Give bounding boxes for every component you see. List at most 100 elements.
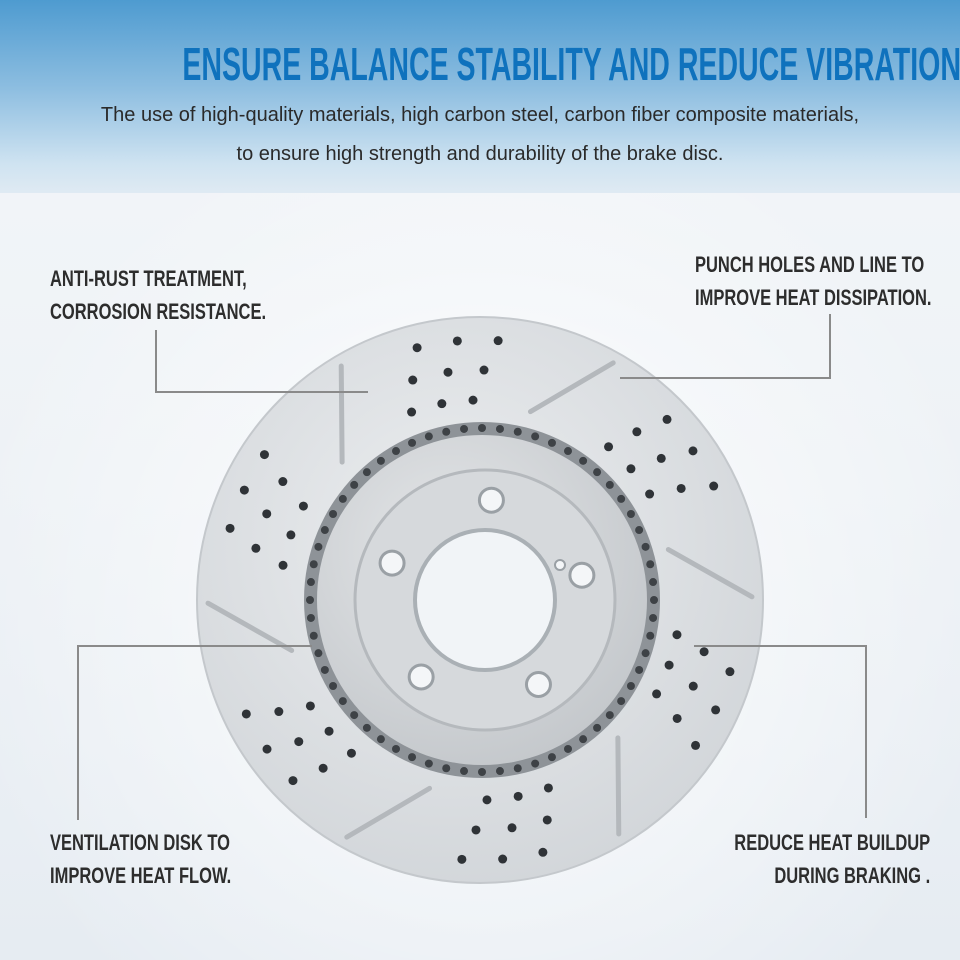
- drill-hole: [652, 689, 662, 699]
- vent-hole: [646, 560, 655, 569]
- locator-hole: [554, 559, 566, 571]
- drill-hole: [498, 854, 508, 864]
- drill-hole: [632, 427, 642, 437]
- ventilation-vanes: [306, 424, 658, 776]
- vent-hole: [329, 510, 338, 518]
- vent-hole: [306, 596, 314, 604]
- callout-line: PUNCH HOLES AND LINE TO: [695, 252, 925, 277]
- vent-hole: [593, 723, 602, 732]
- vent-hole: [641, 542, 650, 551]
- center-bore: [413, 528, 557, 672]
- drill-hole: [278, 560, 288, 570]
- vent-hole: [579, 456, 588, 465]
- drill-hole: [259, 450, 269, 460]
- vent-hole: [309, 631, 318, 640]
- vent-hole: [362, 723, 371, 732]
- vent-hole: [626, 682, 635, 690]
- vent-hole: [531, 759, 540, 768]
- vent-hole: [626, 510, 635, 518]
- drill-hole: [482, 795, 492, 805]
- vent-hole: [408, 438, 417, 447]
- callout-line: VENTILATION DISK TO: [50, 830, 230, 855]
- vent-hole: [392, 744, 400, 753]
- callout-punch-holes: PUNCH HOLES AND LINE TO IMPROVE HEAT DIS…: [695, 248, 932, 314]
- slots: [205, 360, 755, 840]
- subtitle-line-2: to ensure high strength and durability o…: [236, 143, 724, 165]
- subtitle-line-1: The use of high-quality materials, high …: [100, 104, 860, 126]
- slot-groove: [665, 547, 755, 600]
- vent-hole: [376, 456, 385, 465]
- drill-hole: [676, 483, 686, 493]
- drill-hole: [513, 791, 523, 801]
- callout-line: REDUCE HEAT BUILDUP: [734, 830, 930, 855]
- drill-hole: [457, 854, 467, 864]
- vent-hole: [314, 649, 323, 658]
- vent-hole: [478, 424, 486, 432]
- drill-hole: [241, 709, 251, 719]
- drill-hole: [251, 543, 261, 553]
- vent-hole: [646, 631, 655, 640]
- vent-hole: [564, 744, 572, 753]
- vent-hole: [635, 526, 644, 535]
- leader-anti-rust: [155, 330, 368, 393]
- vent-hole: [649, 613, 658, 622]
- leader-ventilation: [77, 645, 312, 820]
- slot-groove: [344, 785, 433, 840]
- drill-hole: [543, 783, 553, 793]
- drill-hole: [288, 776, 298, 786]
- drill-hole: [672, 713, 682, 723]
- lug-hole: [378, 549, 406, 577]
- drilled-holes: [225, 336, 735, 864]
- drill-hole: [699, 647, 709, 657]
- drill-hole: [239, 485, 249, 495]
- drill-hole: [688, 446, 698, 456]
- drill-hole: [709, 481, 719, 491]
- drill-hole: [479, 365, 489, 375]
- drill-hole: [626, 464, 636, 474]
- vent-hole: [593, 468, 602, 477]
- drill-hole: [645, 489, 655, 499]
- vent-hole: [513, 427, 522, 436]
- vent-hole: [309, 560, 318, 569]
- callout-anti-rust: ANTI-RUST TREATMENT, CORROSION RESISTANC…: [50, 262, 266, 328]
- slot-groove: [615, 735, 622, 837]
- drill-hole: [318, 763, 328, 773]
- vent-hole: [495, 767, 504, 776]
- vent-hole: [338, 494, 347, 503]
- callout-line: IMPROVE HEAT FLOW.: [50, 863, 232, 888]
- vent-hole: [460, 767, 469, 776]
- drill-hole: [294, 737, 304, 747]
- vent-hole: [314, 542, 323, 551]
- drill-hole: [298, 501, 308, 511]
- lug-hole: [568, 561, 596, 589]
- vent-hole: [320, 526, 329, 535]
- drill-hole: [468, 395, 478, 405]
- callout-line: IMPROVE HEAT DISSIPATION.: [695, 285, 932, 310]
- vent-hole: [513, 764, 522, 773]
- drill-hole: [604, 442, 614, 452]
- vent-hole: [424, 432, 433, 441]
- vent-hole: [306, 613, 315, 622]
- vent-hole: [350, 711, 359, 720]
- callout-line: ANTI-RUST TREATMENT,: [50, 266, 247, 291]
- drill-hole: [662, 414, 672, 424]
- vent-hole: [320, 665, 329, 674]
- vent-hole: [547, 753, 556, 762]
- drill-hole: [471, 825, 481, 835]
- vent-hole: [650, 596, 658, 604]
- drill-hole: [452, 336, 462, 346]
- drill-hole: [443, 367, 453, 377]
- callout-line: DURING BRAKING .: [774, 863, 930, 888]
- drill-hole: [286, 530, 296, 540]
- callout-heat-buildup: REDUCE HEAT BUILDUP DURING BRAKING .: [734, 826, 930, 892]
- vent-hole: [605, 480, 614, 489]
- vent-hole: [649, 578, 658, 587]
- drill-hole: [225, 523, 235, 533]
- drill-hole: [542, 815, 552, 825]
- header-banner: [0, 0, 960, 193]
- vent-hole: [376, 735, 385, 744]
- drill-hole: [324, 726, 334, 736]
- vent-hole: [350, 480, 359, 489]
- vent-hole: [460, 424, 469, 433]
